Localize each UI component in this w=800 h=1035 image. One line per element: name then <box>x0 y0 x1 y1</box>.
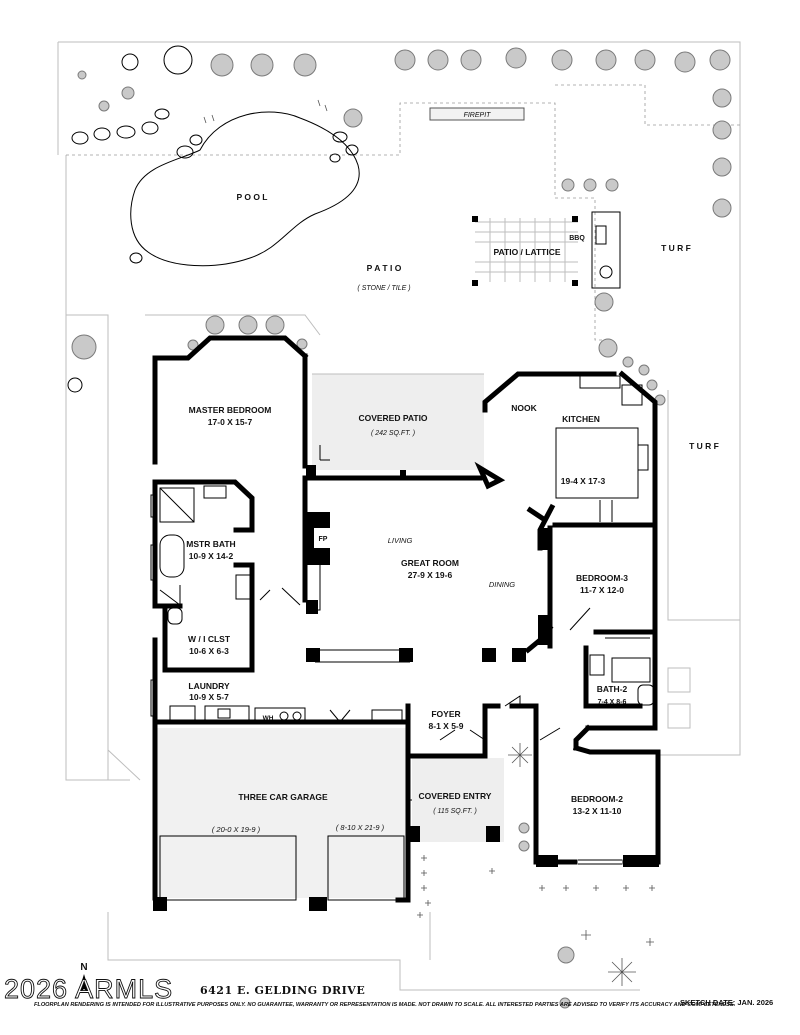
star-plants <box>203 99 655 986</box>
bedroom-2-size: 13-2 X 11-10 <box>573 806 622 816</box>
disclaimer: FLOORPLAN RENDERING IS INTENDED FOR ILLU… <box>34 1002 736 1008</box>
kitchen-size: 19-4 X 17-3 <box>561 476 606 486</box>
covered-entry-size: ( 115 SQ.FT. ) <box>433 808 477 815</box>
bbq-label: BBQ <box>569 235 585 242</box>
fp-label: FP <box>319 536 328 543</box>
windows <box>150 369 658 865</box>
pool-label: P O O L <box>236 192 267 202</box>
laundry-label: LAUNDRY <box>188 681 230 691</box>
property-outline <box>57 41 741 991</box>
living-label: LIVING <box>388 536 413 545</box>
dining-label: DINING <box>489 580 515 589</box>
room-labels: MASTER BEDROOM 17-0 X 15-7 COVERED PATIO… <box>186 403 628 834</box>
bath-2-label: BATH-2 <box>597 684 628 694</box>
bbq-counter <box>591 211 621 289</box>
north-label: N <box>80 962 87 973</box>
foyer-size: 8-1 X 5-9 <box>429 721 464 731</box>
mstr-bath-size: 10-9 X 14-2 <box>189 551 234 561</box>
master-bedroom-label: MASTER BEDROOM <box>189 405 272 415</box>
turf-top-label: T U R F <box>661 243 691 253</box>
laundry-size: 10-9 X 5-7 <box>189 692 229 702</box>
covered-entry-label: COVERED ENTRY <box>419 791 492 801</box>
stepping-stones <box>67 45 359 393</box>
posts <box>153 465 659 911</box>
shrubs <box>71 47 732 1009</box>
master-bedroom-size: 17-0 X 15-7 <box>208 417 253 427</box>
patio-material-label: ( STONE / TILE ) <box>357 285 410 292</box>
patio-lattice: PATIO / LATTICE BBQ <box>472 216 585 286</box>
turf-side-label: T U R F <box>689 441 719 451</box>
bedroom-3-size: 11-7 X 12-0 <box>580 585 624 595</box>
covered-patio-label: COVERED PATIO <box>358 413 427 423</box>
great-room-size: 27-9 X 19-6 <box>408 570 453 580</box>
wi-clst-size: 10-6 X 6-3 <box>189 646 229 656</box>
firepit-label: FIREPIT <box>464 112 492 119</box>
nook-label: NOOK <box>511 403 537 413</box>
bedroom-3-label: BEDROOM-3 <box>576 573 628 583</box>
great-room-label: GREAT ROOM <box>401 558 459 568</box>
covered-patio-size: ( 242 SQ.FT. ) <box>371 430 415 437</box>
fireplace: FP <box>306 512 330 565</box>
covered-patio-area <box>312 374 484 470</box>
patio-label: P A T I O <box>367 263 402 273</box>
bath-2-size: 7-4 X 8-6 <box>598 699 627 706</box>
garage-size-right: ( 8-10 X 21-9 ) <box>336 823 385 832</box>
mstr-bath-label: MSTR BATH <box>186 539 235 549</box>
garage-size-left: ( 20-0 X 19-9 ) <box>212 825 261 834</box>
kitchen-label: KITCHEN <box>562 414 600 424</box>
north-arrow: N <box>78 962 90 994</box>
wi-clst-label: W / I CLST <box>188 634 231 644</box>
garage-floor <box>157 728 409 898</box>
address-title: 6421 E. GELDING DRIVE <box>200 984 365 997</box>
bedroom-2-label: BEDROOM-2 <box>571 794 623 804</box>
patio-lattice-label: PATIO / LATTICE <box>493 247 560 257</box>
garage-label: THREE CAR GARAGE <box>238 792 328 802</box>
pool: P O O L <box>130 111 360 267</box>
fixtures: WH <box>159 375 655 901</box>
wh-label: WH <box>263 715 274 722</box>
firepit: FIREPIT <box>429 107 525 121</box>
sketch-date: SKETCH DATE: JAN. 2026 <box>680 998 773 1007</box>
foyer-label: FOYER <box>431 709 460 719</box>
watermark: 2026 ARMLS <box>4 974 173 1004</box>
